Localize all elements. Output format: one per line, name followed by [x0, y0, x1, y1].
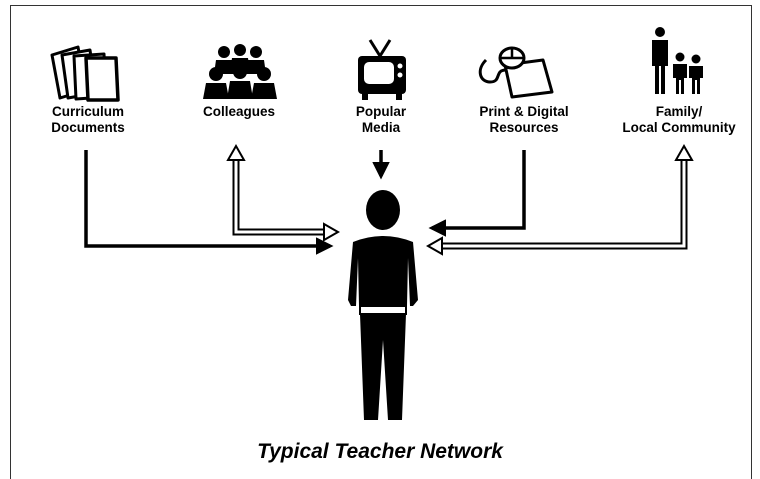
- arrow-colleagues-teacher: [226, 143, 341, 242]
- print-digital-icon: [478, 46, 554, 99]
- family-icon: [652, 27, 703, 94]
- diagram-caption: Typical Teacher Network: [257, 440, 503, 463]
- arrow-curriculum-to-teacher: [84, 150, 334, 255]
- arrow-family-teacher: [425, 143, 694, 256]
- tv-icon: [358, 39, 406, 100]
- source-label-family: Family/Local Community: [622, 104, 736, 135]
- diagram-frame: [10, 5, 752, 479]
- documents-icon: [50, 45, 120, 102]
- people-group-icon: [203, 44, 277, 99]
- arrow-resources-to-teacher: [428, 150, 526, 237]
- source-label-colleagues: Colleagues: [202, 104, 276, 119]
- teacher-figure: [348, 190, 418, 420]
